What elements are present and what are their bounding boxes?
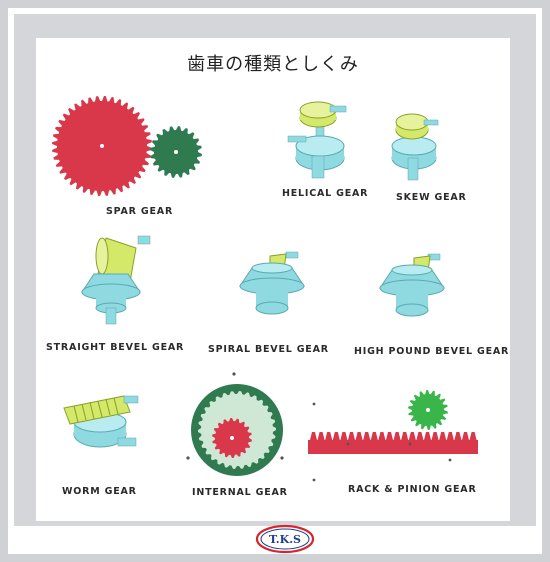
internal-gear-label: INTERNAL GEAR <box>192 487 288 498</box>
rack-bar <box>308 432 478 454</box>
skew-gear-label: SKEW GEAR <box>396 192 467 203</box>
worm-gear-label: WORM GEAR <box>62 486 137 497</box>
tks-logo: T.K.S <box>255 524 315 554</box>
poster-title: 歯車の種類としくみ <box>187 54 359 75</box>
rack-pinion-gear-illustration <box>308 390 478 482</box>
worm-gear-illustration <box>63 395 139 448</box>
high-pound-bevel-gear-illustration <box>379 253 445 317</box>
helical-gear-illustration <box>287 101 347 179</box>
spar-gear-illustration <box>52 96 202 196</box>
helical-gear-label: HELICAL GEAR <box>282 188 369 199</box>
logo-text: T.K.S <box>269 533 301 546</box>
spiral-bevel-gear-illustration <box>239 251 305 315</box>
straight-bevel-gear-label: STRAIGHT BEVEL GEAR <box>46 342 185 353</box>
spiral-bevel-gear-label: SPIRAL BEVEL GEAR <box>208 344 329 355</box>
high-pound-bevel-gear-label: HIGH POUND BEVEL GEAR <box>354 346 510 357</box>
internal-gear-illustration <box>186 372 284 476</box>
straight-bevel-gear-illustration <box>81 235 151 325</box>
spar-gear-label: SPAR GEAR <box>106 206 174 217</box>
skew-gear-illustration <box>391 113 439 181</box>
poster-panel: 歯車の種類としくみ SPAR GEAR HELICAL GEAR SKEW GE… <box>36 38 510 521</box>
rack-pinion-gear-label: RACK & PINION GEAR <box>348 484 477 495</box>
